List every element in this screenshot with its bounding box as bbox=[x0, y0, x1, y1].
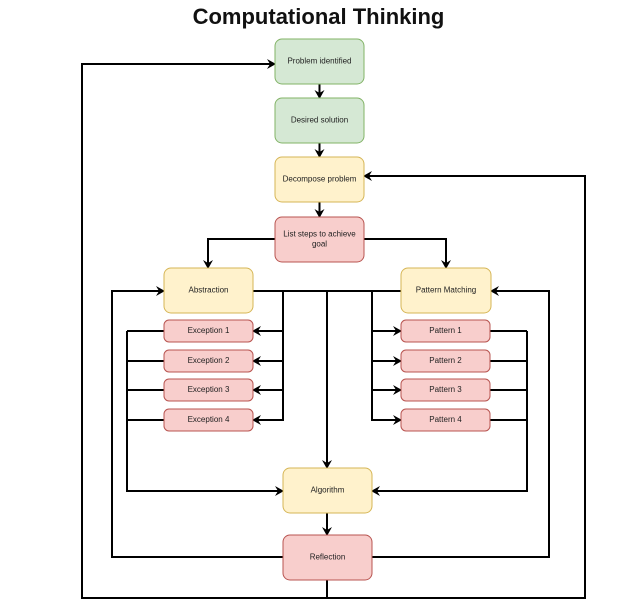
node-label: Abstraction bbox=[188, 286, 228, 295]
node-label: Algorithm bbox=[311, 486, 345, 495]
node-box bbox=[163, 378, 254, 402]
node-label: Pattern 4 bbox=[429, 415, 462, 424]
node-box bbox=[282, 534, 373, 581]
node-box bbox=[400, 267, 492, 314]
node-box bbox=[400, 408, 491, 432]
node-box bbox=[274, 216, 365, 263]
node-reflection: Reflection bbox=[282, 534, 373, 581]
diagram-title: Computational Thinking bbox=[192, 4, 445, 29]
node-abstraction: Abstraction bbox=[163, 267, 254, 314]
node-label: List steps to achieve bbox=[283, 230, 356, 239]
node-box bbox=[400, 319, 491, 343]
node-label: Decompose problem bbox=[283, 175, 357, 184]
edge-reflection-to-problem bbox=[81, 59, 328, 599]
node-label: Exception 4 bbox=[188, 415, 230, 424]
node-box bbox=[274, 38, 365, 85]
node-label: Problem identified bbox=[287, 57, 351, 66]
edge-patterns-to-algorithm bbox=[371, 331, 528, 496]
node-exc1: Exception 1 bbox=[163, 319, 254, 343]
node-box bbox=[274, 156, 365, 203]
node-label: goal bbox=[312, 240, 327, 249]
node-label: Pattern 1 bbox=[429, 326, 462, 335]
node-exc3: Exception 3 bbox=[163, 378, 254, 402]
node-box bbox=[163, 349, 254, 373]
node-label: Reflection bbox=[310, 553, 346, 562]
node-label: Desired solution bbox=[291, 116, 348, 125]
node-box bbox=[163, 408, 254, 432]
node-problem: Problem identified bbox=[274, 38, 365, 85]
node-pat3: Pattern 3 bbox=[400, 378, 491, 402]
node-decompose: Decompose problem bbox=[274, 156, 365, 203]
edge-pattern-to-pat1 bbox=[371, 291, 402, 336]
node-desired: Desired solution bbox=[274, 97, 365, 144]
node-box bbox=[400, 378, 491, 402]
node-pattern: Pattern Matching bbox=[400, 267, 492, 314]
node-label: Exception 1 bbox=[188, 326, 230, 335]
node-box bbox=[282, 467, 373, 514]
edge-liststeps-to-pattern bbox=[364, 238, 451, 269]
node-pat4: Pattern 4 bbox=[400, 408, 491, 432]
node-exc2: Exception 2 bbox=[163, 349, 254, 373]
node-label: Pattern 3 bbox=[429, 385, 462, 394]
node-algorithm: Algorithm bbox=[282, 467, 373, 514]
edge-pattern-to-pat4 bbox=[371, 331, 402, 425]
edge-abstraction-to-exc4 bbox=[252, 331, 284, 425]
edge-exceptions-to-algorithm bbox=[126, 331, 284, 496]
node-label: Exception 3 bbox=[188, 385, 230, 394]
node-exc4: Exception 4 bbox=[163, 408, 254, 432]
node-label: Pattern Matching bbox=[416, 286, 476, 295]
node-label: Exception 2 bbox=[188, 356, 230, 365]
node-pat2: Pattern 2 bbox=[400, 349, 491, 373]
node-label: Pattern 2 bbox=[429, 356, 462, 365]
edge-abstraction-to-exc1 bbox=[252, 291, 284, 336]
edge-reflection-to-pattern bbox=[372, 286, 550, 558]
node-box bbox=[163, 319, 254, 343]
edge-reflection-to-decompose bbox=[327, 171, 586, 599]
node-box bbox=[274, 97, 365, 144]
node-box bbox=[400, 349, 491, 373]
node-pat1: Pattern 1 bbox=[400, 319, 491, 343]
edge-liststeps-to-abstraction bbox=[203, 238, 275, 269]
node-box bbox=[163, 267, 254, 314]
edge-reflection-to-abstraction bbox=[111, 286, 283, 558]
